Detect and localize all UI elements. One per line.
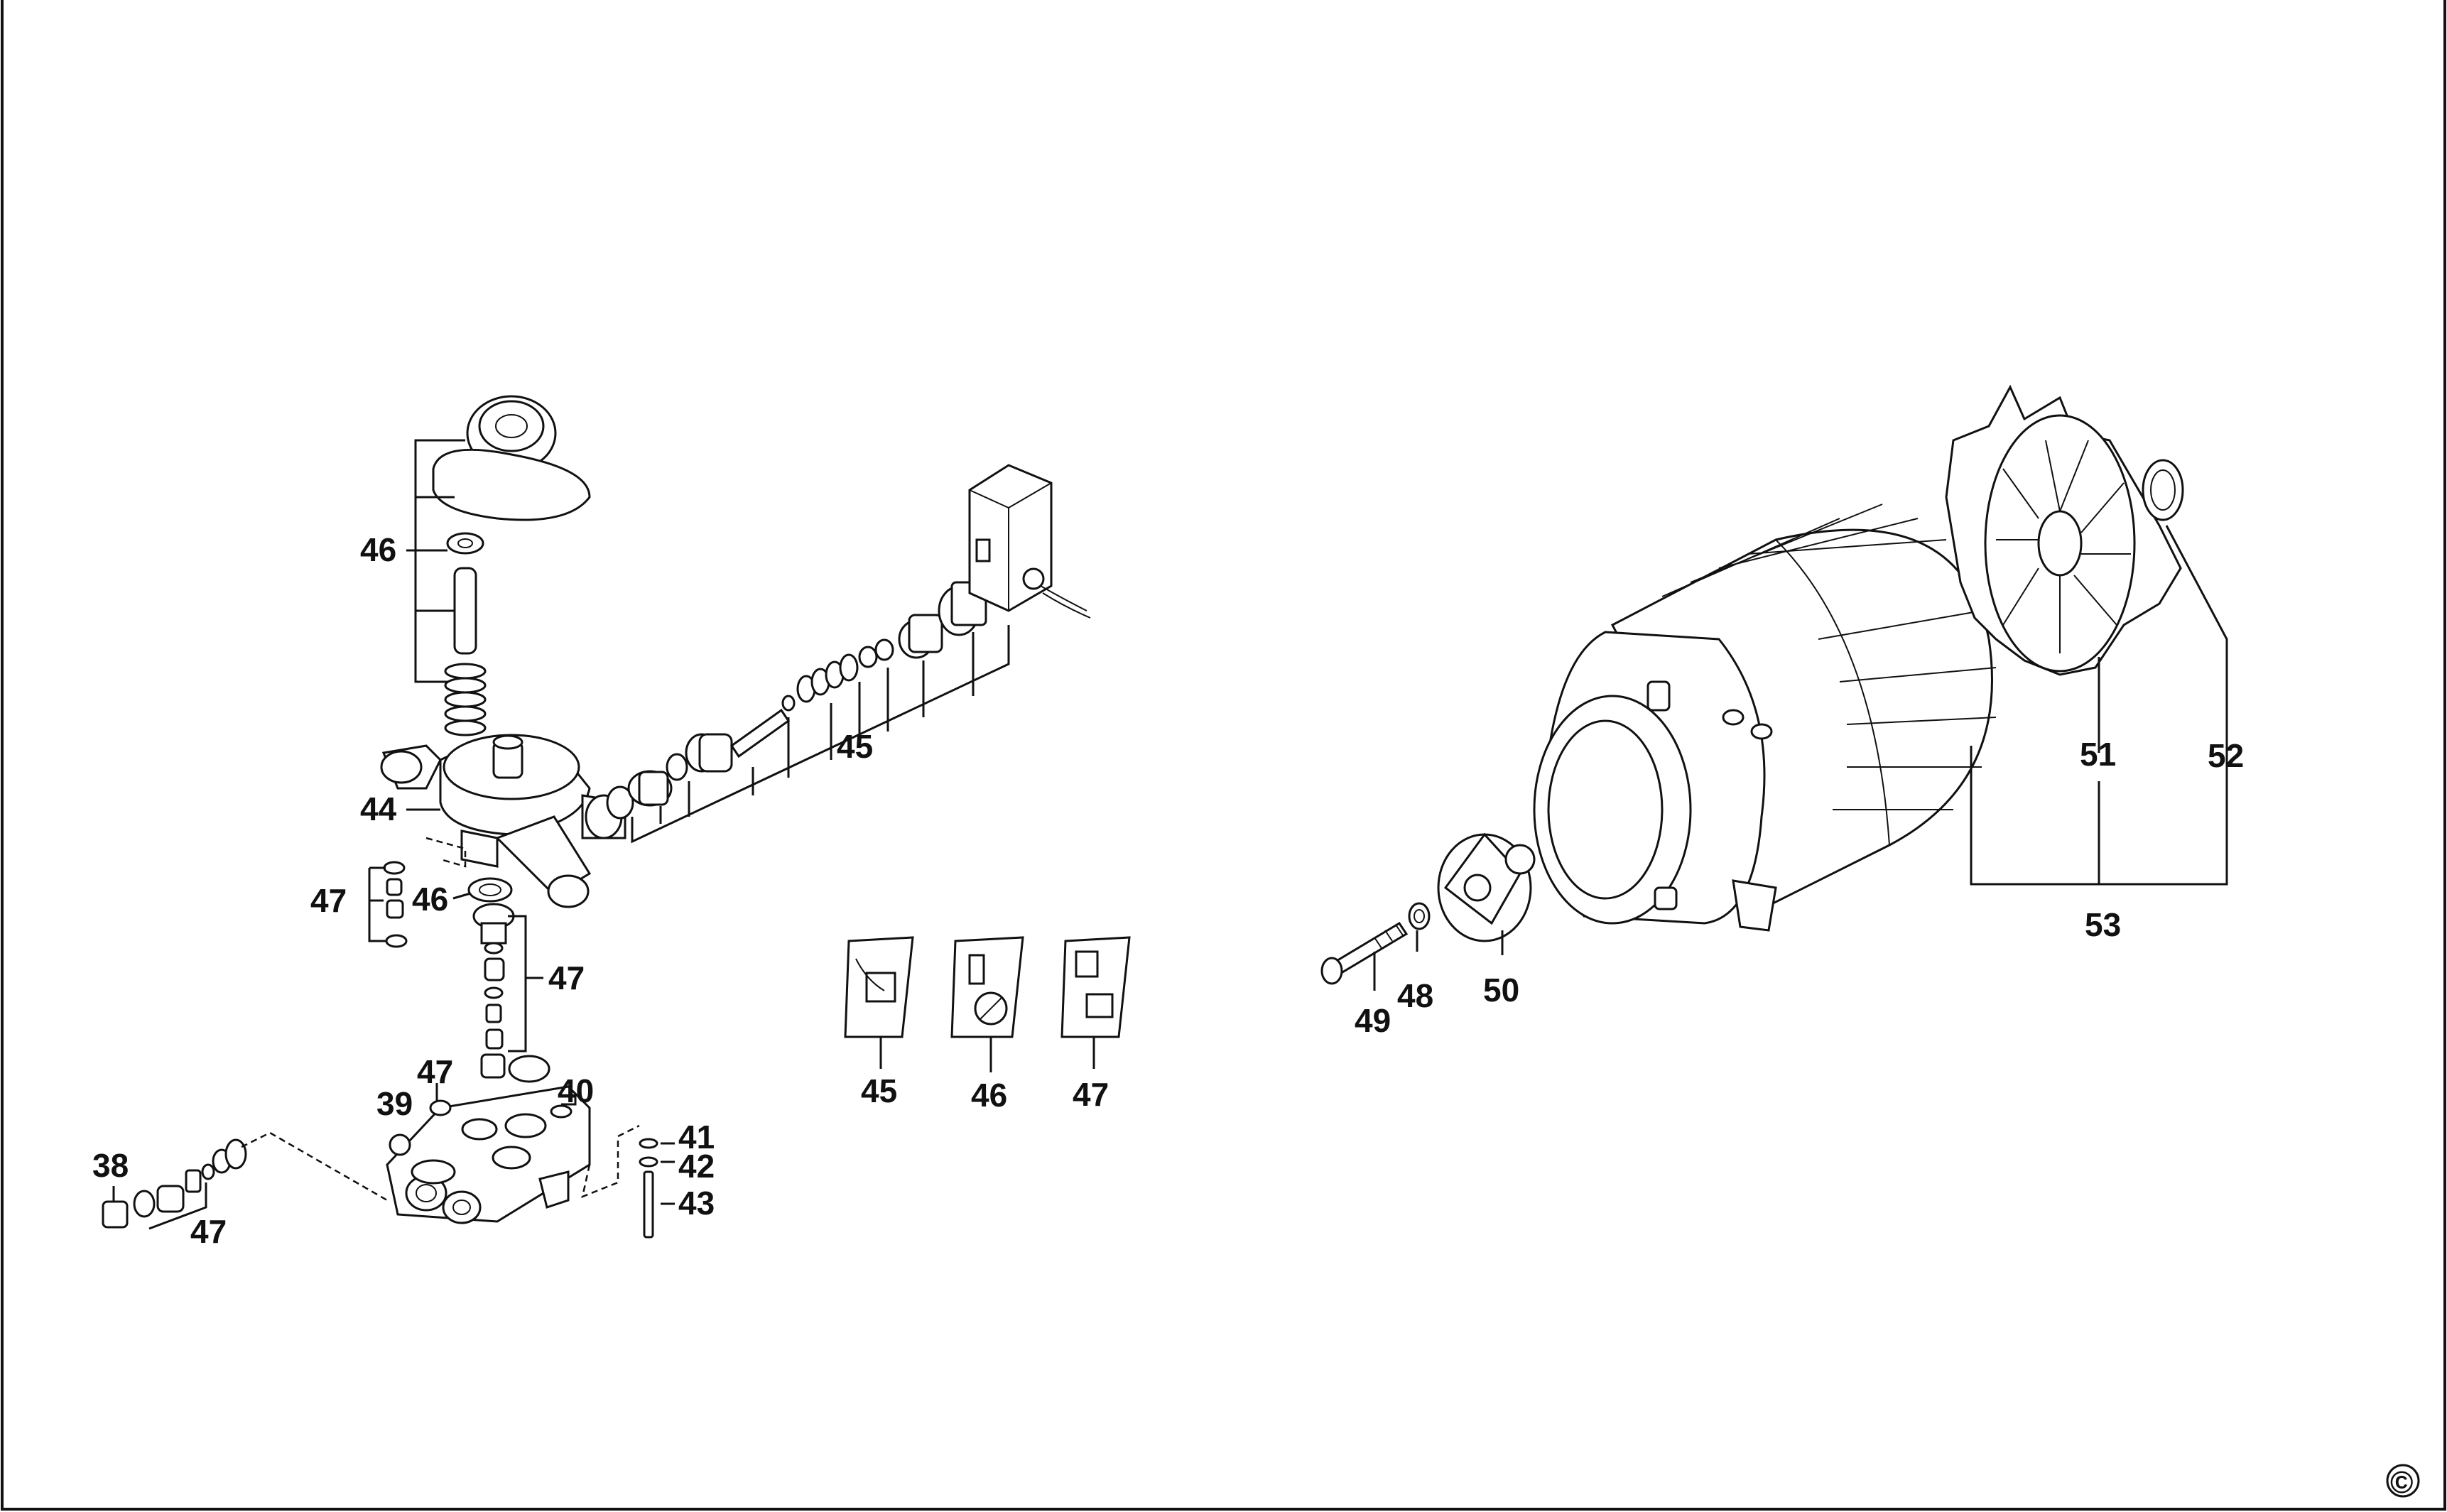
kit-46 bbox=[950, 936, 1024, 1072]
kit-47 bbox=[1060, 936, 1131, 1069]
part-label-48: 48 bbox=[1397, 977, 1433, 1014]
spring-part bbox=[444, 663, 487, 736]
motor-part bbox=[1533, 504, 1997, 932]
part-label-39: 39 bbox=[376, 1085, 413, 1122]
part-label-47-kit: 47 bbox=[1073, 1076, 1109, 1113]
plug-assembly-part bbox=[102, 1138, 247, 1229]
part-label-45-kit: 45 bbox=[861, 1072, 897, 1109]
part-label-47-plug: 47 bbox=[190, 1213, 227, 1250]
manifold-part bbox=[386, 1085, 591, 1224]
unloader-valve-part bbox=[606, 581, 987, 820]
washer-part bbox=[639, 1156, 658, 1168]
part-label-43: 43 bbox=[678, 1185, 715, 1222]
fan-part bbox=[1945, 384, 2182, 676]
part-label-47-left: 47 bbox=[310, 882, 347, 919]
piston-pin-part bbox=[453, 567, 477, 655]
copyright-mark: © bbox=[2390, 1465, 2413, 1500]
valve-cap-part bbox=[432, 395, 591, 521]
part-label-45: 45 bbox=[837, 728, 873, 765]
part-label-40: 40 bbox=[558, 1072, 594, 1109]
washer-part bbox=[446, 532, 484, 555]
washer-part bbox=[1408, 902, 1431, 930]
copyright-circle bbox=[2386, 1464, 2420, 1498]
seal-part bbox=[467, 877, 513, 903]
part-label-51: 51 bbox=[2080, 736, 2116, 773]
part-label-47-oring: 47 bbox=[417, 1053, 453, 1090]
part-label-49: 49 bbox=[1355, 1002, 1391, 1039]
valve-stack-part bbox=[383, 861, 408, 948]
part-label-46-seal: 46 bbox=[412, 881, 448, 918]
part-label-52: 52 bbox=[2208, 737, 2244, 774]
part-label-53: 53 bbox=[2085, 906, 2121, 943]
ring-part bbox=[2142, 459, 2184, 521]
kit-45 bbox=[844, 936, 914, 1069]
part-label-46-kit: 46 bbox=[971, 1077, 1007, 1114]
long-bolt-part bbox=[1320, 921, 1409, 985]
motor-assembly bbox=[1320, 384, 2228, 991]
plug-part bbox=[389, 1133, 411, 1156]
bolt-part bbox=[643, 1170, 654, 1239]
oring-part bbox=[429, 1099, 452, 1116]
part-label-38: 38 bbox=[92, 1147, 129, 1184]
part-label-41: 41 bbox=[678, 1119, 715, 1155]
part-label-50: 50 bbox=[1483, 972, 1519, 1008]
part-label-46: 46 bbox=[360, 531, 396, 568]
cover-part bbox=[1437, 832, 1536, 942]
part-label-44: 44 bbox=[360, 790, 397, 827]
part-label-42: 42 bbox=[678, 1148, 715, 1185]
part-label-47-mid: 47 bbox=[548, 959, 585, 996]
valve-stack-part bbox=[472, 903, 550, 1083]
washer-part bbox=[639, 1138, 658, 1149]
pressure-switch-part bbox=[968, 464, 1091, 619]
pump-assembly bbox=[102, 395, 1091, 1239]
